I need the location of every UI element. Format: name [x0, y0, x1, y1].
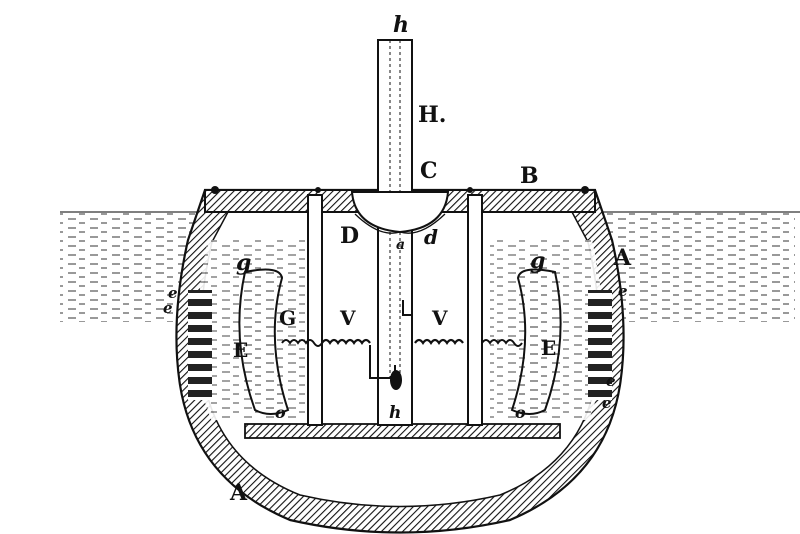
label-h-bottom: h	[389, 403, 401, 423]
diagram-labels: h H. C B D d a A A g g G V V E E e e e e…	[163, 12, 632, 506]
label-e-right-2: e	[606, 372, 616, 390]
side-ribs	[188, 290, 612, 400]
curved-plates	[238, 268, 562, 415]
floor-plate	[244, 423, 561, 439]
label-e-right-1: e	[618, 282, 628, 300]
label-D: D	[340, 223, 359, 249]
label-E-right: E	[541, 336, 556, 360]
label-V-right: V	[431, 306, 448, 330]
water-surface	[60, 211, 800, 322]
label-B: B	[520, 163, 539, 189]
cup-bowl	[350, 191, 450, 234]
label-A-right: A	[613, 245, 632, 271]
label-V-left: V	[339, 306, 356, 330]
label-C: C	[420, 158, 438, 184]
label-e-left-1: e	[168, 284, 178, 302]
label-o-right: o	[515, 403, 526, 422]
label-E-left: E	[233, 338, 248, 362]
label-h-top: h	[393, 12, 409, 38]
label-g-left: g	[236, 250, 251, 276]
label-e-right-3: e	[602, 394, 612, 412]
label-G: G	[279, 306, 296, 330]
label-a: a	[396, 237, 405, 253]
label-g-right: g	[530, 248, 545, 274]
label-o-left: o	[275, 403, 286, 422]
valve-mechanism	[369, 300, 413, 390]
coil-springs	[281, 338, 523, 347]
inner-posts	[307, 194, 483, 426]
label-H: H.	[418, 102, 446, 128]
label-A-bottom: A	[229, 480, 248, 506]
label-d: d	[424, 225, 438, 249]
label-e-left-2: e	[163, 299, 173, 317]
